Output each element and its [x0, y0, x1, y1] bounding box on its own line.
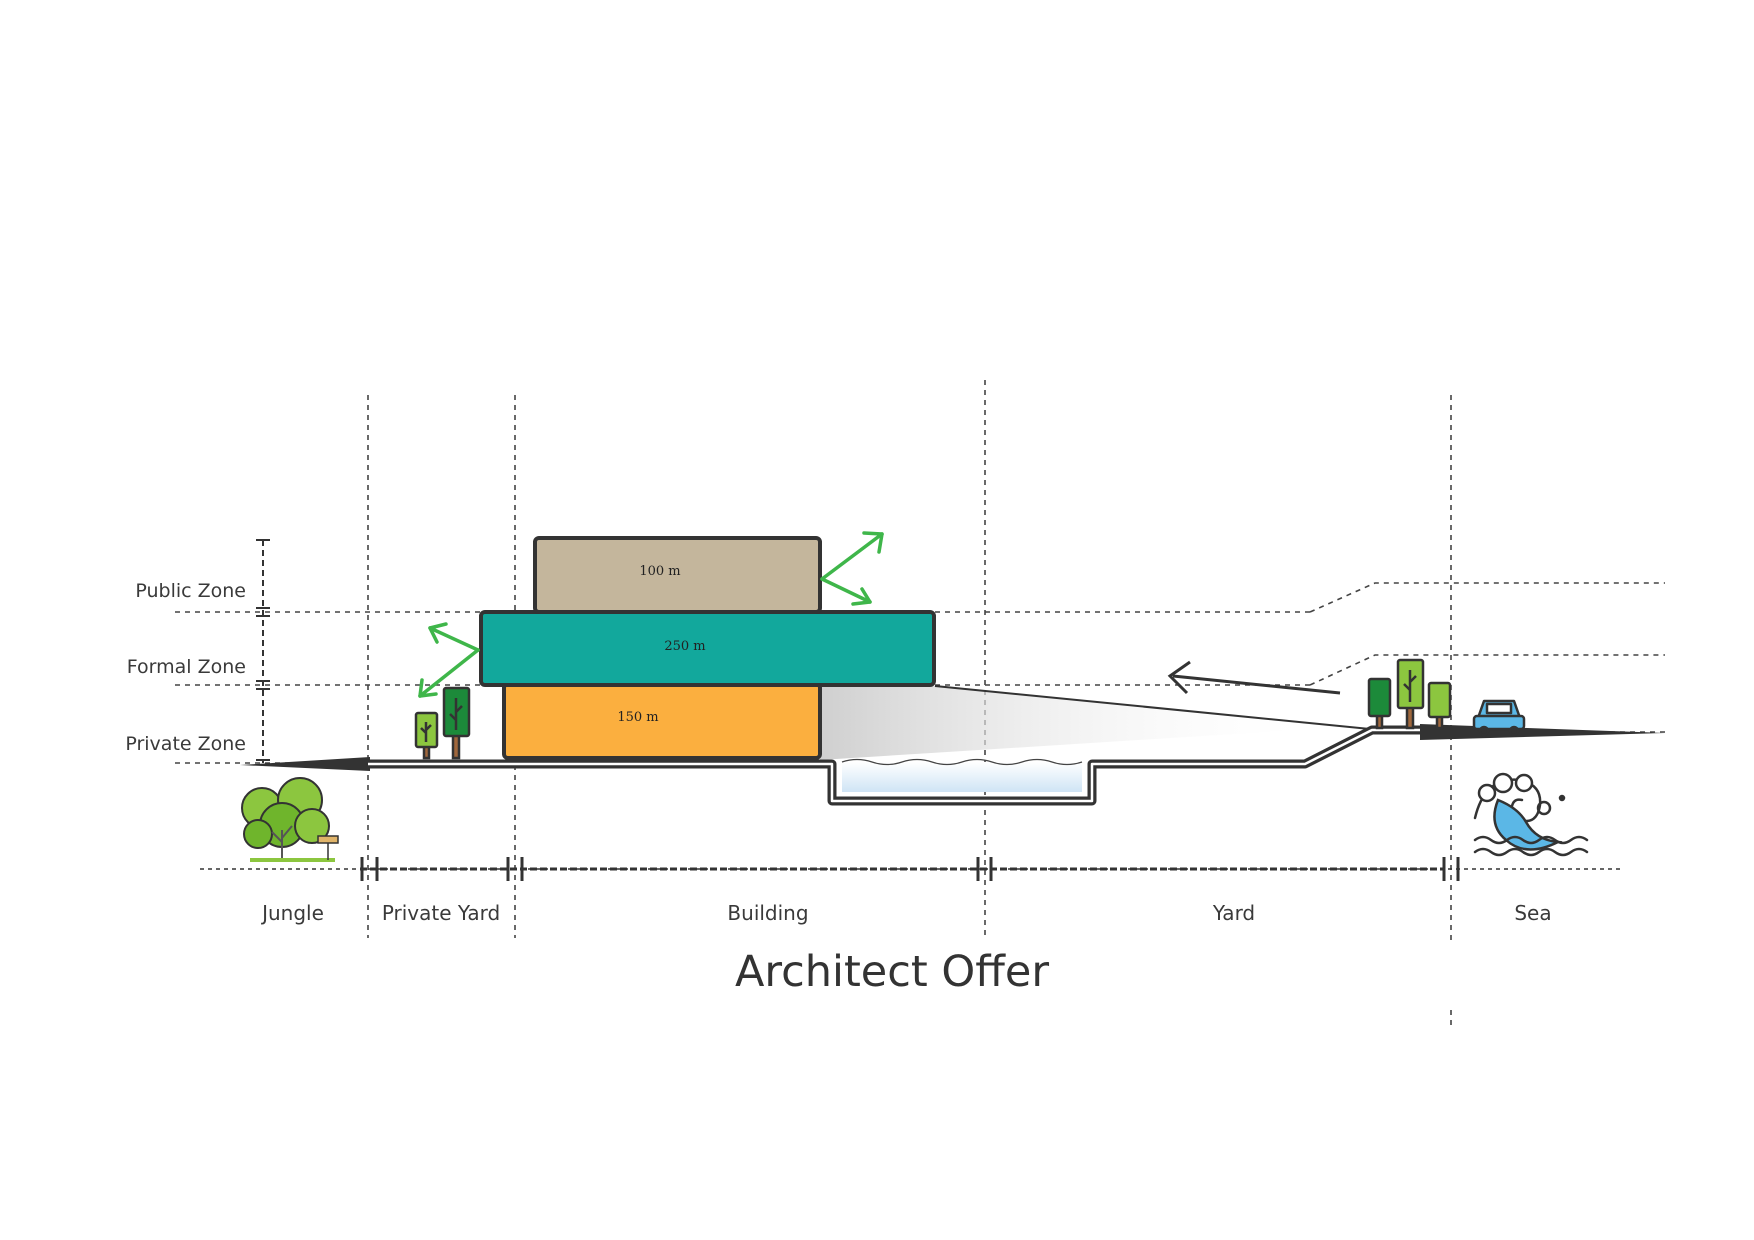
zone-label-public: Public Zone	[135, 580, 246, 602]
area-label-building: Building	[727, 901, 808, 925]
shade-cone	[820, 686, 1330, 760]
tree-icon	[414, 686, 471, 760]
direction-arrow-icon	[1167, 660, 1341, 695]
block-label-middle: 250 m	[664, 639, 705, 654]
sign-icon	[317, 835, 339, 860]
zone-label-private: Private Zone	[125, 733, 246, 755]
sight-line	[934, 685, 1381, 731]
pool-water	[842, 762, 1082, 792]
block-public	[533, 536, 822, 614]
area-dimension-line	[200, 857, 1620, 881]
block-formal	[479, 610, 936, 687]
block-private	[502, 682, 822, 760]
wave-icon	[1473, 772, 1589, 857]
bush-icon	[241, 777, 335, 862]
area-label-yard: Yard	[1212, 901, 1255, 925]
block-label-bottom: 150 m	[617, 710, 658, 725]
block-label-top: 100 m	[639, 564, 680, 579]
car-icon	[1472, 699, 1526, 737]
building-stack: 100 m 250 m 150 m	[479, 536, 936, 760]
area-label-private-yard: Private Yard	[382, 901, 500, 925]
zone-dimension-bar	[256, 539, 270, 763]
diagram-title: Architect Offer	[735, 947, 1049, 997]
zone-label-formal: Formal Zone	[127, 656, 246, 678]
area-label-jungle: Jungle	[260, 901, 324, 925]
wind-arrow-icon	[418, 531, 884, 698]
area-label-sea: Sea	[1514, 901, 1551, 925]
tree-icon	[1367, 658, 1452, 730]
area-dividers	[367, 380, 1452, 1025]
